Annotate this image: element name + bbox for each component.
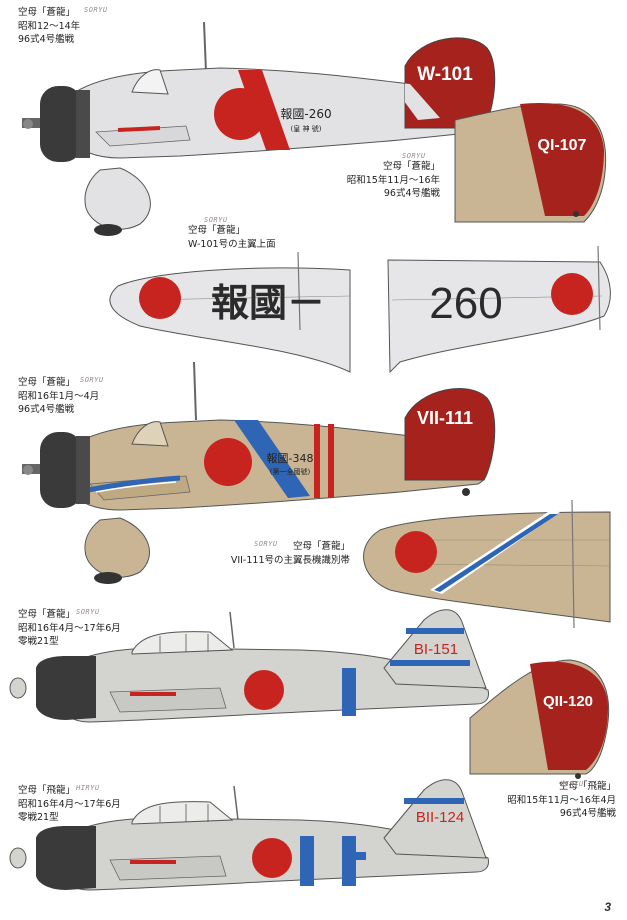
donation-sub-vii111: (第一全國號): [270, 467, 311, 476]
caption-bi151: 空母「蒼龍」 昭和16年4月～17年6月 零戦21型: [18, 609, 121, 647]
aircraft-vii111-profile: VII-111 報國-348 (第一全國號): [22, 361, 496, 584]
tail-code-vii111: VII-111: [417, 408, 473, 428]
romaji-vii111: SORYU: [80, 376, 104, 384]
aircraft-w101-profile: W-101 報國-260 (皇 神 號): [22, 21, 496, 236]
wing-vii111-leader-band: [363, 499, 611, 629]
tail-qi107: QI-107: [454, 102, 607, 223]
caption-wing-w101: 空母「蒼龍」 W-101号の主翼上面: [188, 225, 276, 250]
tail-code-qii120: QII-120: [543, 693, 593, 710]
wing-top-w101: 報國－ 260: [109, 245, 611, 374]
tail-code-bii124: BII-124: [416, 809, 464, 826]
aircraft-bii124-profile: BII-124: [9, 779, 489, 891]
aircraft-bi151-profile: BI-151: [9, 609, 489, 723]
wing-text-right: 260: [429, 279, 502, 328]
romaji-wing-vii111: SORYU: [254, 540, 278, 548]
donation-vii111: 報國-348: [267, 452, 314, 465]
tail-code-qi107: QI-107: [538, 137, 587, 154]
romaji-qi107: SORYU: [402, 152, 426, 160]
romaji-bii124: HIRYU: [76, 784, 100, 792]
romaji-w101: SORYU: [84, 6, 108, 14]
donation-sub-w101: (皇 神 號): [291, 124, 322, 133]
tail-code-bi151: BI-151: [414, 641, 458, 658]
tail-qii120: QII-120: [469, 659, 610, 779]
caption-wing-vii111: 空母「蒼龍」 VII-111号の主翼長機識別帯: [230, 541, 350, 566]
caption-bii124: 空母「飛龍」 昭和16年4月～17年6月 零戦21型: [18, 785, 121, 823]
caption-w101: 空母「蒼龍」 昭和12～14年 96式4号艦戦: [18, 7, 81, 45]
romaji-bi151: SORYU: [76, 608, 100, 616]
caption-qii120: 空母「飛龍」 昭和15年11月～16年4月 96式4号艦戦: [507, 781, 616, 819]
caption-vii111: 空母「蒼龍」 昭和16年1月～4月 96式4号艦戦: [18, 377, 100, 415]
caption-qi107: 空母「蒼龍」 昭和15年11月～16年 96式4号艦戦: [346, 161, 440, 199]
romaji-wing-w101: SORYU: [204, 216, 228, 224]
tail-code-w101: W-101: [417, 64, 473, 85]
page-number: 3: [604, 900, 611, 914]
romaji-qii120: HIRYU: [560, 780, 584, 788]
donation-w101: 報國-260: [280, 107, 331, 121]
wing-text-left: 報國－: [211, 281, 325, 325]
